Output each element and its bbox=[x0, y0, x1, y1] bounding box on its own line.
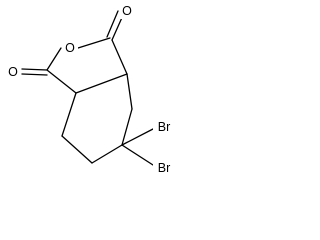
carbonyl-oxygen-left-label: O bbox=[8, 65, 18, 79]
bromine-2-label-background bbox=[153, 160, 175, 176]
ring-oxygen-label: O bbox=[65, 41, 75, 55]
bond-c-left-ring-junction-bottom bbox=[46, 69, 77, 94]
carbonyl-oxygen-top-label: O bbox=[122, 4, 132, 18]
bond-carbonyl-left-2 bbox=[21, 73, 48, 76]
bond-ch2-bottom-ch2-left bbox=[61, 135, 93, 164]
carbonyl-oxygen-left-label-background bbox=[5, 64, 20, 80]
bond-carbonyl-left-1 bbox=[21, 68, 48, 71]
bond-c-right-ring-junction-top bbox=[111, 39, 128, 75]
bond-c-br-1 bbox=[121, 128, 154, 146]
chemical-structure-diagram: O O O Br Br bbox=[5, 3, 175, 176]
bond-ch2-cbr2 bbox=[121, 108, 133, 146]
bromine-1-label: Br bbox=[158, 120, 171, 134]
bonds bbox=[21, 10, 154, 166]
bond-junction-top-ch2 bbox=[126, 73, 133, 110]
bond-ring-fusion bbox=[75, 73, 128, 94]
bond-carbonyl-top-2 bbox=[106, 10, 119, 38]
ring-oxygen-label-background bbox=[62, 40, 78, 56]
bromine-2-label: Br bbox=[158, 161, 171, 175]
carbonyl-oxygen-top-label-background bbox=[120, 3, 134, 19]
atom-labels: O O O Br Br bbox=[5, 3, 175, 176]
bond-o-c-right bbox=[77, 37, 111, 49]
bond-ch2-left-junction-bottom bbox=[61, 92, 77, 137]
bond-cbr2-ch2-bottom bbox=[91, 144, 123, 164]
bond-c-br-2 bbox=[121, 144, 154, 166]
bond-o-c-left bbox=[46, 47, 62, 71]
bromine-1-label-background bbox=[153, 119, 175, 135]
